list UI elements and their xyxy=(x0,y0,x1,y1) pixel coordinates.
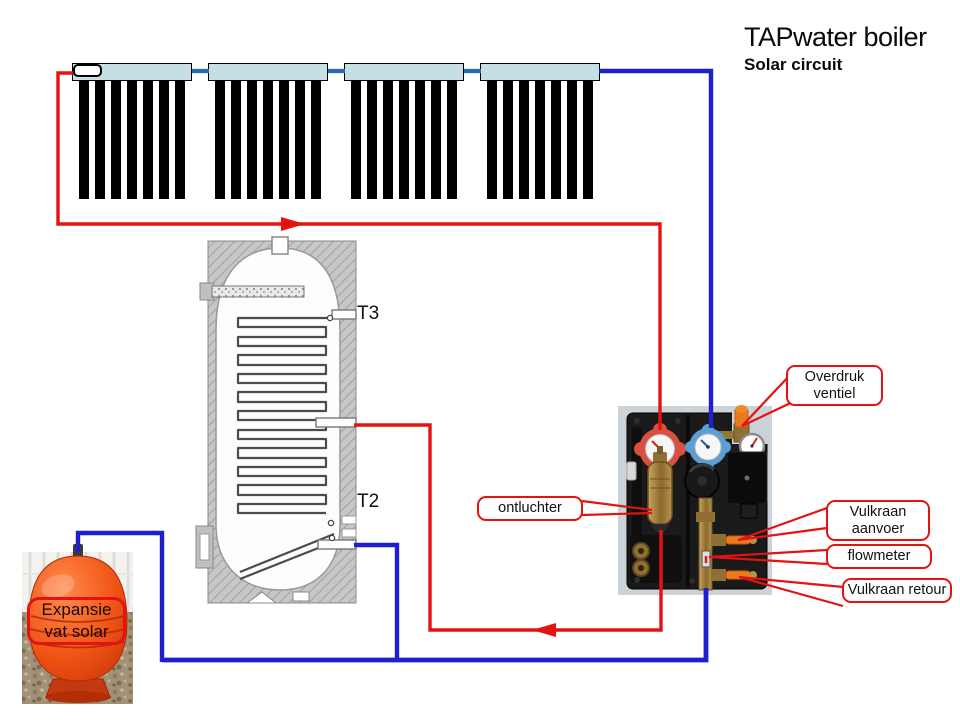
thermometer-cold xyxy=(685,424,731,470)
callout-ontluchter: ontluchter xyxy=(477,496,583,521)
circulation-pump xyxy=(684,463,720,499)
vessel-foot xyxy=(45,678,111,702)
fill-valve-supply-handle xyxy=(725,535,751,545)
collector-tubes xyxy=(351,81,457,199)
collector-tubes xyxy=(79,81,185,199)
hot-pipe-station-to-boiler xyxy=(354,423,663,632)
cold-pipe-bottom-run xyxy=(162,588,709,663)
slide-title: TAPwater boiler xyxy=(744,22,927,52)
flow-arrow-right xyxy=(281,217,305,231)
pressure-gauge xyxy=(738,432,766,460)
slide-subtitle: Solar circuit xyxy=(744,55,843,74)
callout-vulkraan-aanvoer: Vulkraan aanvoer xyxy=(826,500,930,542)
flow-meter-window xyxy=(701,550,711,568)
collector-tubes xyxy=(215,81,321,199)
fill-and-flow-assembly xyxy=(696,497,757,591)
collector-header xyxy=(208,63,328,81)
callout-leaders xyxy=(581,373,844,608)
station-port-fitting xyxy=(632,559,650,577)
leader-vulkraan-aanvoer xyxy=(737,506,828,542)
fill-valve-return-handle xyxy=(725,570,751,580)
boiler-port-cold-outlet xyxy=(317,539,357,550)
solar-collector-panel-1 xyxy=(72,63,192,199)
flow-arrow-left xyxy=(532,623,556,637)
heating-element-flange xyxy=(199,282,215,301)
solar-collector-panel-2 xyxy=(208,63,328,199)
callout-flowmeter: flowmeter xyxy=(826,544,932,569)
collector-temp-sensor-pocket xyxy=(73,64,102,77)
boiler-tank-interior xyxy=(215,247,341,591)
pump-control-box xyxy=(726,451,768,519)
cold-pipe-boiler-outlet xyxy=(354,542,400,660)
thermometer-hot xyxy=(634,423,686,475)
boiler-solar-coil xyxy=(236,316,352,515)
boiler-port-hot-inlet xyxy=(315,417,357,428)
boiler-top-nozzle xyxy=(271,236,289,255)
collector-tubes xyxy=(487,81,593,199)
pump-station-photo xyxy=(618,405,772,595)
callout-overdruk-ventiel: Overdruk ventiel xyxy=(786,365,883,407)
boiler-insulation xyxy=(207,240,357,604)
boiler-sensor-t2-label: T2 xyxy=(357,491,380,512)
expansion-vessel-label: Expansie vat solar xyxy=(27,597,126,645)
solar-collector-panel-4 xyxy=(480,63,600,199)
fill-valve-supply-body xyxy=(712,534,726,546)
air-separator xyxy=(647,446,673,536)
station-port-fitting xyxy=(632,542,650,560)
station-photo-background xyxy=(618,406,772,595)
callout-vulkraan-retour: Vulkraan retour xyxy=(842,578,952,603)
collector-header xyxy=(480,63,600,81)
leader-flowmeter xyxy=(708,548,828,566)
title-block: TAPwater boiler Solar circuit xyxy=(744,22,954,75)
safety-valve-cap xyxy=(734,407,749,428)
coil-return-pipe xyxy=(239,532,335,574)
leader-vulkraan-retour xyxy=(738,575,844,608)
boiler-sensor-t3-label: T3 xyxy=(357,303,380,324)
boiler-manhole-flange xyxy=(195,525,214,569)
leader-ontluchter xyxy=(581,499,653,517)
boiler-cutaway xyxy=(195,236,357,604)
boiler-port-t3 xyxy=(331,309,357,320)
safety-valve-body xyxy=(733,423,750,443)
station-insulation-shell xyxy=(626,412,768,590)
boiler-heating-element xyxy=(211,285,305,298)
solar-collector-panel-3 xyxy=(344,63,464,199)
vessel-base xyxy=(45,691,111,703)
vessel-top-connection xyxy=(73,544,83,558)
fill-valve-return-body xyxy=(712,569,726,581)
cold-pipe-collectors-to-station xyxy=(599,68,714,428)
collector-header xyxy=(344,63,464,81)
